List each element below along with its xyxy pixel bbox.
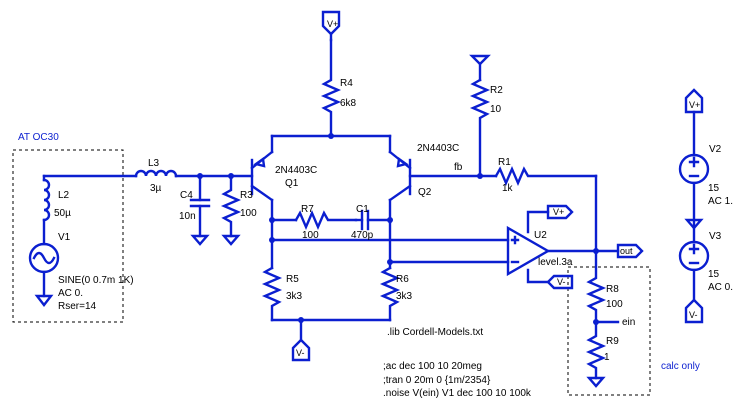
c4-capacitor[interactable] [189, 174, 211, 246]
v2-top-vplus-label: V+ [689, 100, 700, 110]
opamp-vminus-wire [526, 268, 550, 284]
l3-name: L3 [148, 158, 160, 169]
c4-value: 10n [179, 211, 196, 222]
r5-value: 3k3 [286, 291, 303, 302]
source-box [12, 149, 124, 323]
directive-tran: ;tran 0 20m 0 {1m/2354} [383, 375, 491, 386]
v1-line1: SINE(0 0.7m 1K) [58, 275, 134, 286]
bottom-vminus-label: V- [296, 348, 305, 358]
r7-name: R7 [301, 204, 314, 215]
v2-source[interactable] [678, 153, 710, 185]
r3-value: 100 [240, 208, 257, 219]
r1-value: 1k [502, 183, 514, 194]
bottom-vminus-flag [291, 338, 311, 362]
q2-name: Q2 [418, 187, 432, 198]
q1-name: Q1 [285, 178, 299, 189]
r8-resistor[interactable] [585, 249, 607, 324]
annotation-calc-only: calc only [661, 361, 700, 372]
r4-vplus-label: V+ [327, 19, 338, 29]
midpoint-ground [684, 218, 704, 230]
v1-source[interactable] [28, 242, 60, 274]
q2-model: 2N4403C [417, 143, 459, 154]
u2-model: level.3a [538, 257, 573, 268]
r6-value: 3k3 [396, 291, 413, 302]
l2-name: L2 [58, 190, 70, 201]
l3-inductor[interactable] [134, 169, 178, 178]
v3-line2: AC 0. [708, 282, 733, 293]
l3-value: 3µ [150, 183, 162, 194]
calc-only-box [567, 266, 651, 396]
junction-q2-collector [387, 217, 393, 223]
net-ein: ein [622, 317, 635, 328]
directive-lib: .lib Cordell-Models.txt [387, 327, 483, 338]
v3-bottom-vminus-flag [684, 298, 704, 324]
r9-resistor[interactable] [585, 320, 607, 388]
v1-ground [34, 294, 54, 307]
r1-name: R1 [498, 157, 511, 168]
r4-vplus-flag [321, 10, 341, 42]
r7-resistor[interactable] [294, 209, 358, 231]
v3-name: V3 [709, 231, 722, 242]
r2-vplus-flag [469, 54, 491, 82]
q2-transistor[interactable] [388, 134, 412, 224]
v2-top-vplus-flag [684, 88, 704, 114]
c1-value: 470p [351, 230, 374, 241]
l2-value: 50µ [54, 208, 71, 219]
opamp-vminus-flag [546, 274, 574, 290]
r5-name: R5 [286, 274, 299, 285]
v1-line3: Rser=14 [58, 301, 97, 312]
c1-capacitor[interactable] [354, 209, 392, 231]
r4-name: R4 [340, 78, 353, 89]
r9-name: R9 [606, 336, 619, 347]
opamp-vminus-label: V- [557, 277, 566, 287]
r3-name: R3 [240, 190, 253, 201]
r4-resistor[interactable] [320, 38, 342, 138]
r2-value: 10 [490, 104, 502, 115]
v3-source[interactable] [678, 240, 710, 272]
directive-ac: ;ac dec 100 10 20meg [383, 361, 482, 372]
c4-name: C4 [180, 190, 193, 201]
r4-value: 6k8 [340, 98, 357, 109]
r9-value: 1 [604, 352, 610, 363]
junction-fb [477, 173, 483, 179]
opamp-vplus-wire [526, 210, 550, 234]
out-label: out [620, 246, 633, 256]
r8-value: 100 [606, 299, 623, 310]
r2-resistor[interactable] [469, 78, 491, 178]
junction-q1-collector [269, 217, 275, 223]
u2-name: U2 [534, 230, 547, 241]
r8-name: R8 [606, 284, 619, 295]
v1-name: V1 [58, 232, 71, 243]
r6-name: R6 [396, 274, 409, 285]
c1-name: C1 [356, 204, 369, 215]
u2-opamp[interactable] [506, 225, 551, 277]
v2-line2: AC 1. [708, 196, 733, 207]
r5-resistor[interactable] [261, 266, 283, 322]
net-fb: fb [454, 162, 463, 173]
v2-name: V2 [709, 144, 722, 155]
annotation-at-oc30: AT OC30 [18, 132, 59, 143]
opamp-vplus-label: V+ [553, 207, 564, 217]
v2-line1: 15 [708, 183, 720, 194]
r2-name: R2 [490, 85, 503, 96]
r3-resistor[interactable] [220, 174, 242, 246]
r6-resistor[interactable] [379, 266, 401, 322]
out-flag [616, 243, 644, 259]
r1-resistor[interactable] [494, 165, 598, 187]
l2-inductor[interactable] [42, 174, 51, 222]
directive-noise: .noise V(ein) V1 dec 100 10 100k [383, 388, 532, 399]
opamp-vplus-flag [546, 204, 574, 220]
v1-line2: AC 0. [58, 288, 83, 299]
v3-line1: 15 [708, 269, 720, 280]
r7-value: 100 [302, 230, 319, 241]
v3-bottom-vminus-label: V- [689, 310, 698, 320]
q1-model: 2N4403C [275, 165, 317, 176]
